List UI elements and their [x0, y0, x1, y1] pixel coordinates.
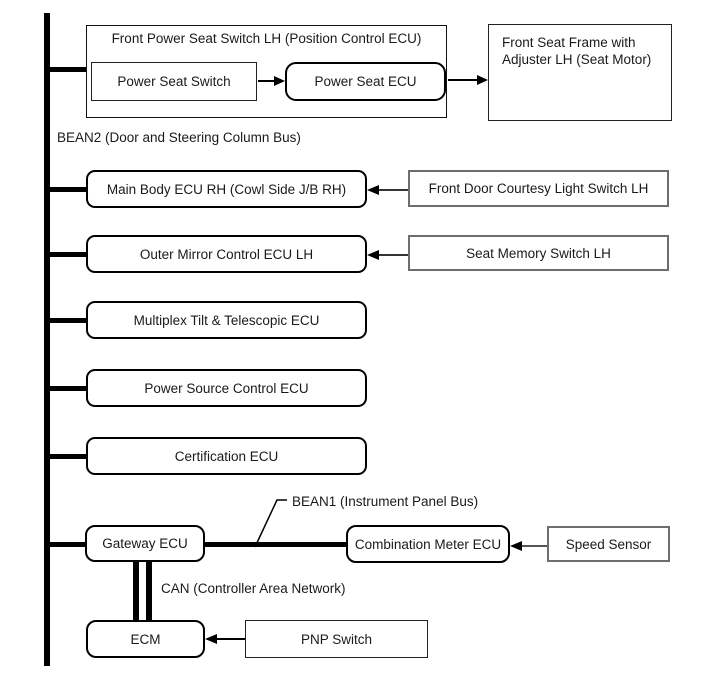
main-bus-vertical-line [44, 13, 50, 666]
arrowhead-seat-memory-to-outer-mirror [367, 250, 379, 260]
bus-stub-main-body-ecu [49, 186, 86, 192]
bean1-callout-line [254, 499, 287, 548]
front-seat-frame-label-line2: Adjuster LH (Seat Motor) [502, 52, 652, 67]
certification-ecu-box: Certification ECU [86, 437, 367, 475]
power-seat-ecu-box: Power Seat ECU [285, 62, 446, 101]
bus-stub-outer-mirror-ecu [49, 251, 86, 257]
multiplex-tilt-telescopic-ecu-label: Multiplex Tilt & Telescopic ECU [133, 312, 320, 328]
arrowhead-speed-sensor-to-meter [510, 541, 522, 551]
certification-ecu-label: Certification ECU [174, 448, 279, 464]
power-source-control-ecu-label: Power Source Control ECU [144, 380, 309, 396]
gateway-ecu-label: Gateway ECU [102, 536, 188, 551]
speed-sensor-box: Speed Sensor [547, 526, 670, 562]
arrowhead-courtesy-to-main-body [367, 185, 379, 195]
arrowhead-container-to-seat-frame [477, 75, 488, 85]
speed-sensor-label: Speed Sensor [565, 536, 652, 552]
arrow-line-container-to-seat-frame [448, 79, 477, 81]
bean1-bus-label: BEAN1 (Instrument Panel Bus) [292, 494, 479, 509]
ecm-label: ECM [130, 631, 161, 647]
arrowhead-pnp-to-ecm [205, 634, 217, 644]
pnp-switch-label: PNP Switch [300, 631, 373, 647]
power-seat-ecu-label: Power Seat ECU [314, 74, 417, 89]
ecm-box: ECM [86, 620, 205, 658]
bus-stub-certification-ecu [49, 453, 86, 459]
main-body-ecu-box: Main Body ECU RH (Cowl Side J/B RH) [86, 170, 367, 208]
gateway-ecu-box: Gateway ECU [85, 525, 205, 562]
arrow-line-speed-sensor-to-meter [522, 545, 547, 547]
power-seat-switch-label: Power Seat Switch [117, 74, 231, 89]
main-body-ecu-label: Main Body ECU RH (Cowl Side J/B RH) [106, 181, 347, 197]
arrow-line-courtesy-to-main-body [379, 189, 408, 191]
front-door-courtesy-switch-label: Front Door Courtesy Light Switch LH [428, 181, 649, 196]
outer-mirror-ecu-label: Outer Mirror Control ECU LH [139, 246, 314, 262]
arrow-line-switch-to-ecu [258, 80, 274, 82]
power-seat-switch-box: Power Seat Switch [91, 62, 257, 101]
seat-memory-switch-label: Seat Memory Switch LH [466, 245, 611, 261]
front-power-seat-switch-title: Front Power Seat Switch LH (Position Con… [111, 31, 422, 46]
seat-memory-switch-box: Seat Memory Switch LH [408, 235, 669, 271]
arrowhead-switch-to-ecu [274, 76, 285, 86]
arrow-line-seat-memory-to-outer-mirror [379, 254, 408, 256]
can-bus-line-left [133, 562, 139, 620]
combination-meter-ecu-label: Combination Meter ECU [354, 536, 502, 552]
front-seat-frame-box: Front Seat Frame with Adjuster LH (Seat … [488, 24, 672, 121]
front-door-courtesy-switch-box: Front Door Courtesy Light Switch LH [408, 170, 669, 207]
multiplex-tilt-telescopic-ecu-box: Multiplex Tilt & Telescopic ECU [86, 301, 367, 339]
front-seat-frame-label-line1: Front Seat Frame with [502, 35, 636, 50]
bus-stub-power-source-ecu [49, 385, 86, 391]
pnp-switch-box: PNP Switch [245, 620, 428, 658]
power-source-control-ecu-box: Power Source Control ECU [86, 369, 367, 407]
can-bus-label: CAN (Controller Area Network) [161, 581, 346, 596]
can-bus-line-right [146, 562, 152, 620]
combination-meter-ecu-box: Combination Meter ECU [346, 525, 510, 563]
bus-stub-top-group [49, 67, 87, 72]
bus-stub-multiplex-tilt-ecu [49, 317, 86, 323]
outer-mirror-ecu-box: Outer Mirror Control ECU LH [86, 235, 367, 273]
bean2-bus-label: BEAN2 (Door and Steering Column Bus) [57, 130, 301, 145]
arrow-line-pnp-to-ecm [217, 638, 245, 640]
